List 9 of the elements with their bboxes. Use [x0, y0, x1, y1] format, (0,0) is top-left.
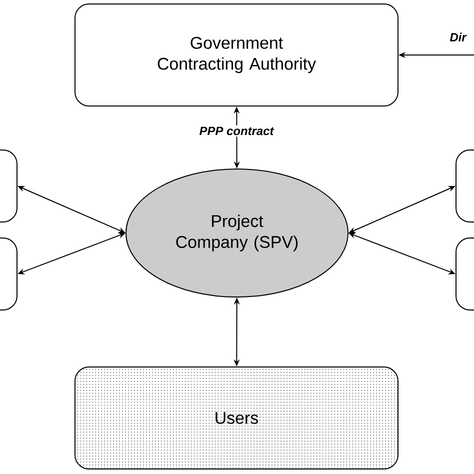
empty-box [456, 150, 474, 222]
process-box: Government Contracting Authority [74, 4, 398, 106]
ellipse-node: Project Company (SPV) [126, 168, 348, 298]
edge-label: Dir [450, 32, 467, 42]
empty-box [0, 150, 18, 222]
empty-box [456, 238, 474, 310]
process-box: Users [74, 366, 398, 470]
empty-box [0, 238, 18, 310]
edge-label: PPP contract [200, 126, 274, 136]
